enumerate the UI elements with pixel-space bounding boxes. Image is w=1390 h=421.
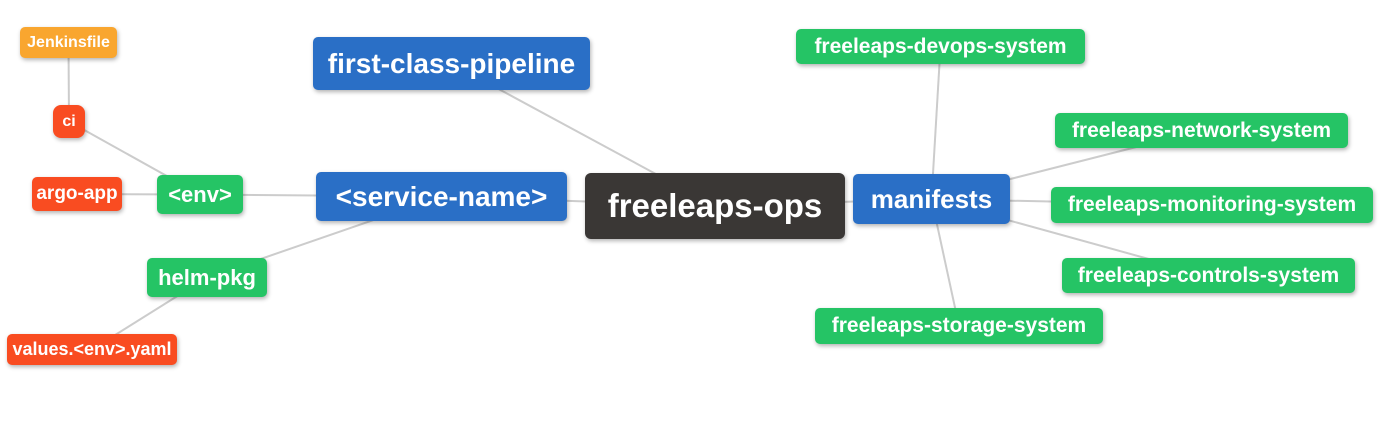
edge-line xyxy=(930,46,942,200)
node-helm-pkg[interactable]: helm-pkg xyxy=(147,258,267,297)
node-first-class-pipeline[interactable]: first-class-pipeline xyxy=(313,37,590,90)
node-jenkinsfile[interactable]: Jenkinsfile xyxy=(20,27,117,58)
node-freeleaps-devops-system[interactable]: freeleaps-devops-system xyxy=(796,29,1085,64)
node-freeleaps-controls-system[interactable]: freeleaps-controls-system xyxy=(1062,258,1355,293)
node-ci[interactable]: ci xyxy=(53,105,85,138)
node-freeleaps-network-system[interactable]: freeleaps-network-system xyxy=(1055,113,1348,148)
node-freeleaps-storage-system[interactable]: freeleaps-storage-system xyxy=(815,308,1103,344)
node-freeleaps-monitoring-system[interactable]: freeleaps-monitoring-system xyxy=(1051,187,1373,223)
node-values-env-yaml[interactable]: values.<env>.yaml xyxy=(7,334,177,365)
node-env[interactable]: <env> xyxy=(157,175,243,214)
node-argo-app[interactable]: argo-app xyxy=(32,177,122,211)
node-service-name[interactable]: <service-name> xyxy=(316,172,567,221)
node-freeleaps-ops-root[interactable]: freeleaps-ops xyxy=(585,173,845,239)
node-manifests[interactable]: manifests xyxy=(853,174,1010,224)
